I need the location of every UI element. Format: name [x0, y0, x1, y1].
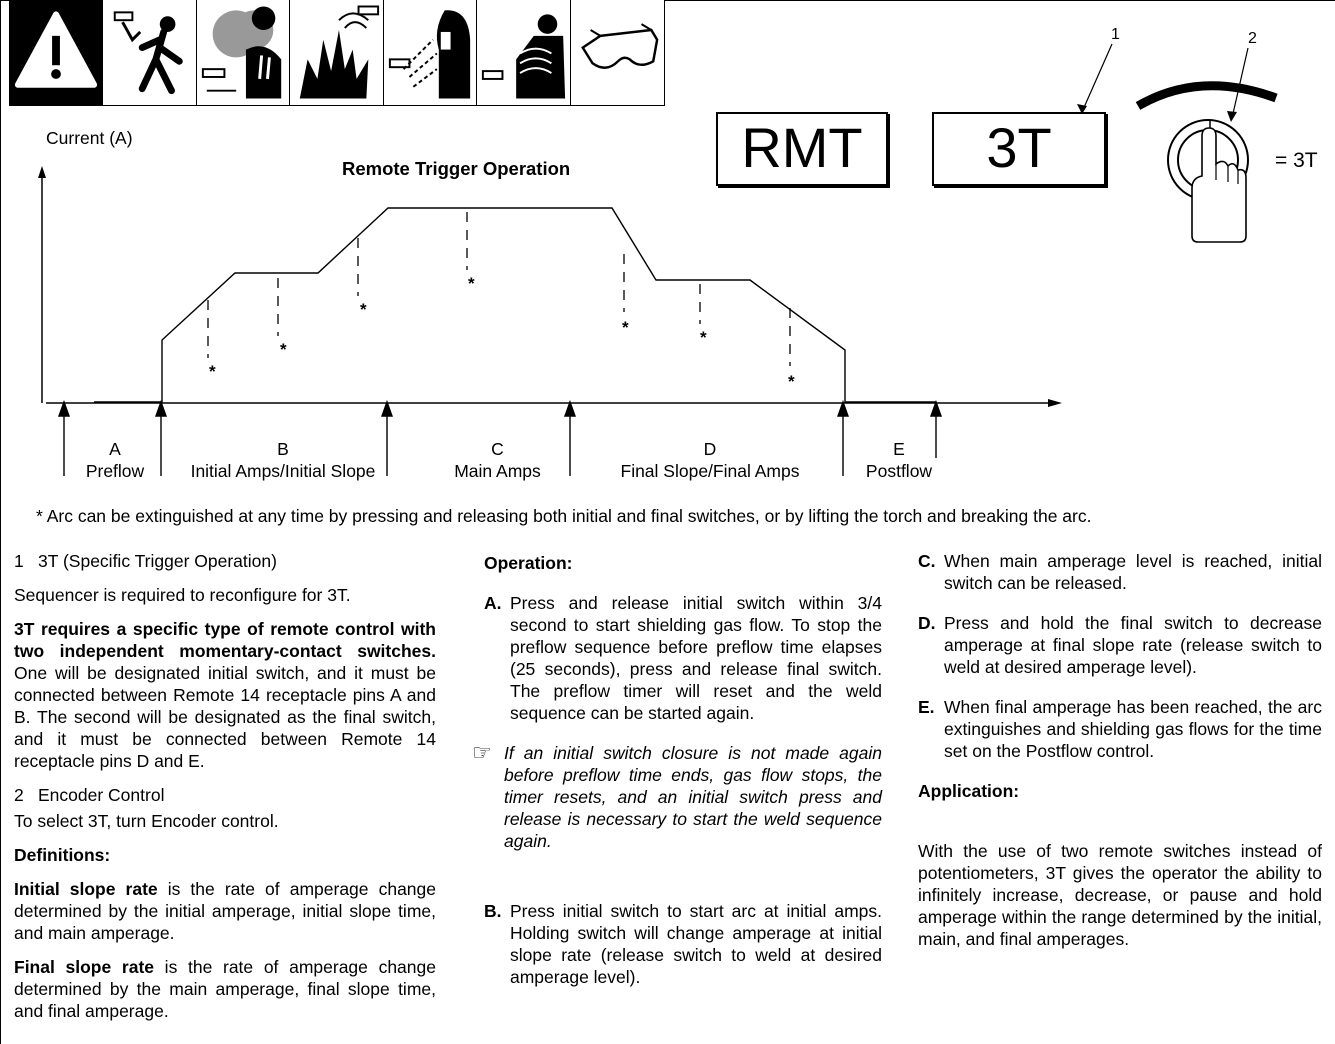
phase-e: E Postflow	[854, 438, 944, 482]
phase-label: Main Amps	[454, 461, 541, 481]
y-axis-label: Current (A)	[46, 128, 133, 148]
note-text: If an initial switch closure is not made…	[504, 743, 882, 851]
step-e: E. When final amperage has been reached,…	[918, 696, 1322, 762]
definition-term: Final slope rate	[14, 957, 154, 977]
current-graph	[38, 166, 1062, 407]
application-heading: Application:	[918, 781, 1020, 801]
callout-2: 2	[1248, 30, 1257, 47]
asterisk-marker: *	[360, 300, 367, 319]
step-a: A. Press and release initial switch with…	[484, 592, 882, 724]
requirement-text: One will be designated initial switch, a…	[14, 663, 436, 771]
definition-term: Initial slope rate	[14, 879, 158, 899]
note: ☞ If an initial switch closure is not ma…	[472, 742, 882, 852]
callout-1: 1	[1111, 26, 1120, 43]
arc-rays-helmet-icon	[382, 0, 478, 106]
phase-label: Preflow	[85, 461, 145, 481]
rmt-display: RMT	[716, 112, 888, 186]
asterisk-marker: *	[700, 328, 707, 347]
phase-letter: E	[893, 439, 905, 459]
item-2-heading: 2 Encoder Control	[14, 784, 436, 806]
item-title: 3T (Specific Trigger Operation)	[38, 551, 277, 571]
step-text: Press initial switch to start arc at ini…	[510, 901, 882, 987]
phase-letter: B	[277, 439, 289, 459]
3t-display: 3T	[932, 112, 1106, 186]
footnote: * Arc can be extinguished at any time by…	[36, 506, 1092, 526]
definition-text: is the rate of amperage change determine…	[14, 879, 437, 943]
step-label: B.	[484, 901, 502, 921]
column-steps-application: C. When main amperage level is reached, …	[918, 550, 1322, 950]
phase-label: Final Slope/Final Amps	[620, 461, 800, 481]
item-number: 1	[14, 551, 24, 571]
top-rule	[0, 0, 1335, 1]
asterisk-marker: *	[788, 372, 795, 391]
phase-letter: C	[491, 439, 504, 459]
column-definitions: 1 3T (Specific Trigger Operation) Sequenc…	[14, 550, 436, 1022]
step-text: Press and release initial switch within …	[510, 593, 882, 723]
remote-requirement-paragraph: 3T requires a specific type of remote co…	[14, 618, 436, 772]
phase-letter: A	[109, 439, 121, 459]
phase-label: Postflow	[865, 461, 933, 481]
callout-leaders	[1077, 43, 1249, 122]
left-rule	[0, 0, 1, 1044]
arc-spark-explosion-icon	[289, 0, 384, 106]
safety-warning-strip	[8, 0, 665, 106]
step-label: E.	[918, 697, 935, 717]
phase-b: B Initial Amps/Initial Slope	[168, 438, 398, 482]
electric-shock-icon	[102, 0, 197, 106]
asterisk-marker: *	[468, 274, 475, 293]
item-1-heading: 1 3T (Specific Trigger Operation)	[14, 550, 436, 572]
item-1-text: Sequencer is required to reconfigure for…	[14, 585, 351, 605]
phase-d: D Final Slope/Final Amps	[596, 438, 824, 482]
step-label: D.	[918, 613, 936, 633]
asterisk-marker: *	[622, 318, 629, 337]
item-number: 2	[14, 785, 24, 805]
definitions-heading: Definitions:	[14, 845, 111, 865]
operation-heading: Operation:	[484, 553, 573, 573]
pointing-hand-icon: ☞	[472, 740, 492, 765]
diagram-title: Remote Trigger Operation	[342, 158, 571, 179]
step-label: C.	[918, 551, 936, 571]
application-text: With the use of two remote switches inst…	[918, 841, 1322, 949]
phase-c: C Main Amps	[430, 438, 565, 482]
phase-label: Initial Amps/Initial Slope	[190, 461, 376, 481]
step-label: A.	[484, 593, 502, 613]
step-text: When main amperage level is reached, ini…	[944, 551, 1322, 593]
column-operation: Operation: A. Press and release initial …	[472, 552, 882, 988]
equals-3t-label: = 3T	[1275, 149, 1318, 172]
hot-parts-icon	[476, 0, 571, 106]
warning-triangle-icon	[8, 0, 104, 106]
phase-a: A Preflow	[70, 438, 160, 482]
step-text: Press and hold the final switch to decre…	[944, 613, 1322, 677]
step-c: C. When main amperage level is reached, …	[918, 550, 1322, 594]
phase-arrows	[58, 399, 942, 476]
asterisk-marker: *	[280, 340, 287, 359]
item-title: Encoder Control	[38, 785, 165, 805]
asterisk-marker: *	[209, 362, 216, 381]
step-text: When final amperage has been reached, th…	[944, 697, 1322, 761]
phase-letter: D	[703, 439, 717, 459]
step-d: D. Press and hold the final switch to de…	[918, 612, 1322, 678]
requirement-bold: 3T requires a specific type of remote co…	[14, 619, 436, 661]
encoder-knob-icon	[1135, 81, 1278, 243]
definition-final-slope: Final slope rate is the rate of amperage…	[14, 956, 436, 1022]
step-b: B. Press initial switch to start arc at …	[484, 900, 882, 988]
definition-text: is the rate of amperage change determine…	[14, 957, 436, 1021]
fumes-icon	[195, 0, 291, 106]
definition-initial-slope: Initial slope rate is the rate of ampera…	[14, 878, 436, 944]
item-2-text: To select 3T, turn Encoder control.	[14, 811, 279, 831]
safety-glasses-icon	[569, 0, 665, 106]
